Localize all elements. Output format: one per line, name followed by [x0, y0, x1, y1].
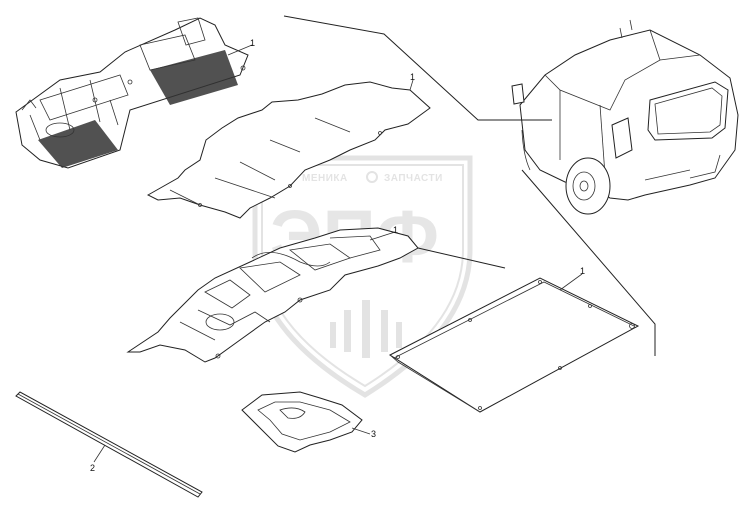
- leader-floor-panel: [369, 231, 396, 241]
- leader-tray: [351, 427, 371, 435]
- cargo-floor-board: 1: [388, 266, 640, 413]
- floor-mat-molded: 1: [15, 17, 255, 169]
- callout-tray: 3: [371, 429, 376, 439]
- floor-panel: 1: [126, 225, 419, 363]
- callout-cargo-board: 1: [580, 266, 585, 276]
- leader-floor-covering: [409, 79, 414, 91]
- callout-floor-covering: 1: [410, 72, 415, 82]
- callout-strip: 2: [90, 463, 95, 473]
- leader-cargo-board: [559, 273, 583, 291]
- floor-covering: 1: [146, 72, 431, 219]
- leader-lines: [283, 15, 656, 356]
- callout-floor-mat: 1: [250, 38, 255, 48]
- van-illustration: [511, 19, 739, 215]
- leader-floor-mat: [227, 44, 253, 56]
- callout-floor-panel: 1: [393, 225, 398, 235]
- watermark-text-right: ЗАПЧАСТИ: [384, 173, 443, 184]
- gear-icon: [366, 171, 378, 183]
- watermark-text-left: МЕНИКА: [302, 173, 348, 184]
- wheat-icon: [330, 300, 402, 358]
- trim-strip: 2: [15, 391, 203, 498]
- tray-insert: 3: [241, 391, 376, 453]
- leader-strip: [93, 444, 106, 463]
